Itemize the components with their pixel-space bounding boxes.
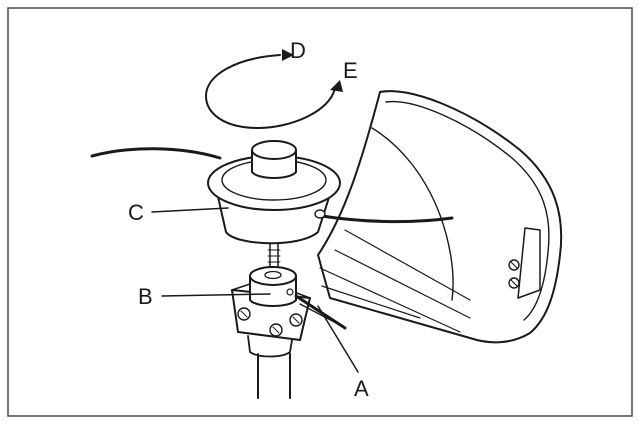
- drive-shaft-tube: [247, 335, 293, 399]
- label-e: E: [343, 58, 358, 83]
- label-c: C: [128, 200, 144, 225]
- label-b: B: [138, 284, 153, 309]
- hub-part-b: [231, 266, 311, 341]
- label-d: D: [290, 38, 306, 63]
- label-a: A: [354, 376, 369, 401]
- rotation-arrow: [205, 49, 343, 129]
- shaft-screw: [267, 243, 281, 267]
- blade-tab-part-a: [294, 294, 347, 330]
- leader-line-c: [151, 207, 229, 213]
- leader-line-b: [161, 293, 271, 297]
- spool-part-c: [207, 140, 341, 245]
- rotation-arrowhead-top: [282, 49, 294, 61]
- guard-shield: [317, 90, 563, 344]
- rotation-arrowhead-bottom: [330, 80, 343, 92]
- nylon-cutting-line: [90, 147, 454, 224]
- diagram-frame: [7, 7, 633, 417]
- leader-line-a: [317, 305, 359, 373]
